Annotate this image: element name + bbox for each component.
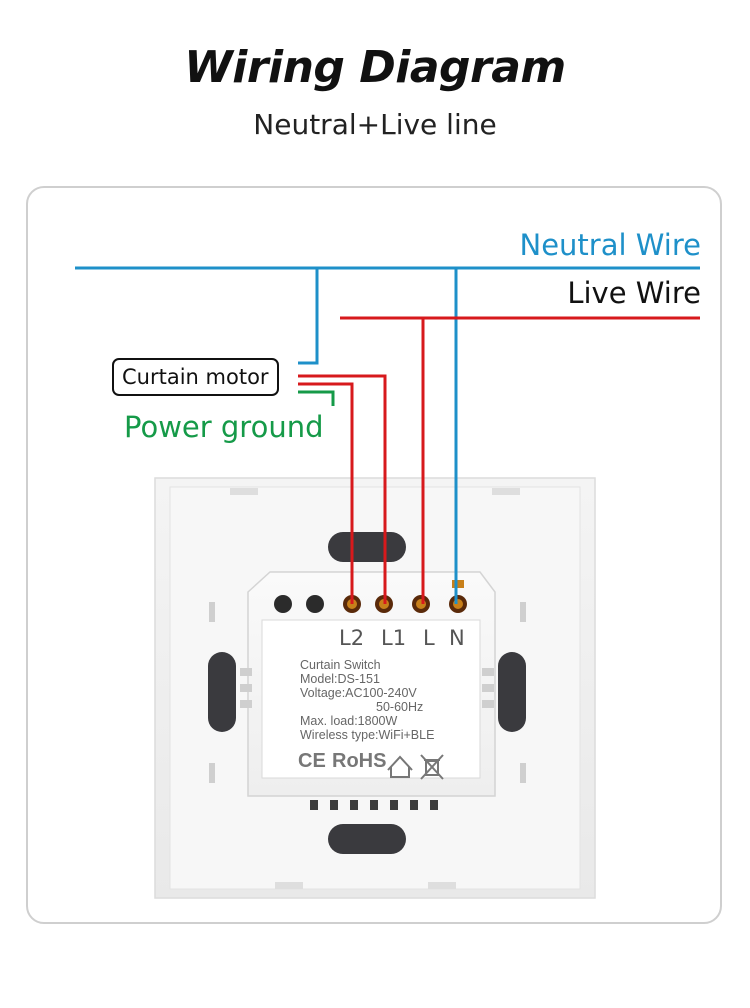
switch-module — [240, 571, 496, 810]
neutral-wire-label: Neutral Wire — [519, 228, 701, 262]
ground-wire — [298, 390, 335, 406]
terminal-label-n: N — [449, 626, 465, 650]
rohs-mark: RoHS — [332, 750, 387, 772]
page-title: Wiring Diagram — [184, 42, 566, 93]
spec-product: Curtain Switch — [300, 658, 381, 672]
spec-frequency: 50-60Hz — [376, 700, 424, 714]
terminal-label-l2: L2 — [339, 626, 365, 650]
curtain-motor-box: Curtain motor — [112, 358, 279, 396]
neutral-wire — [75, 266, 700, 604]
house-icon — [387, 755, 413, 778]
live-wire-label: Live Wire — [567, 276, 701, 310]
power-ground-label: Power ground — [124, 410, 324, 444]
spec-voltage: Voltage:AC100-240V — [300, 686, 417, 700]
page-subtitle: Neutral+Live line — [253, 108, 497, 141]
crossed-bin-icon — [420, 754, 444, 780]
spec-max-load: Max. load:1800W — [300, 714, 398, 728]
diagram-frame — [26, 186, 722, 924]
spec-model: Model:DS-151 — [300, 672, 380, 686]
terminal-label-l1: L1 — [381, 626, 407, 650]
terminal-label-l: L — [423, 626, 435, 650]
spec-wireless: Wireless type:WiFi+BLE — [300, 728, 435, 742]
ce-mark: CE — [298, 750, 326, 772]
live-wire — [298, 316, 700, 604]
